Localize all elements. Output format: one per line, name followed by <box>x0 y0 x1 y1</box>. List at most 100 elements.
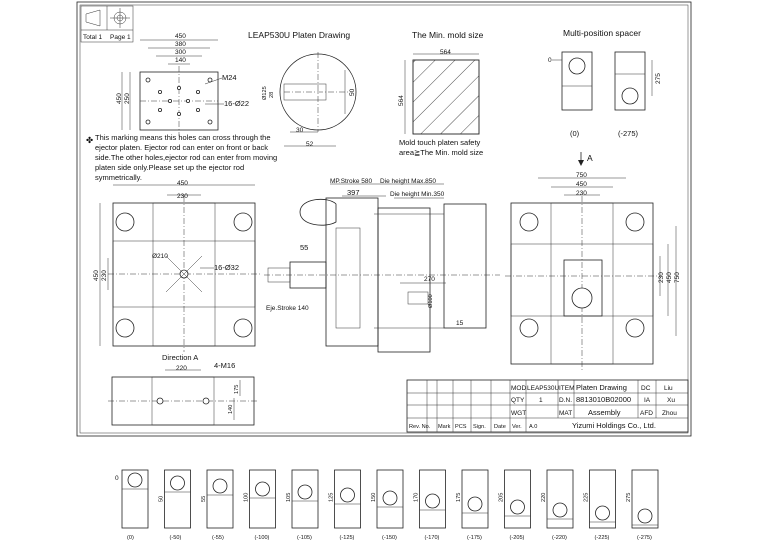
spacer-label-0: (0) <box>570 129 580 138</box>
spacer-dim: 105 <box>286 493 292 502</box>
spacer-dim: 125 <box>329 493 335 502</box>
spacer-item: 225 (-225) <box>584 469 616 541</box>
spacer-item: 125(-125) <box>329 469 361 541</box>
spacer-label: (-55) <box>212 535 224 541</box>
ejector-detail: 50 30 52 Ø125 28 <box>262 52 357 148</box>
title-block: MOD LEAP530U ITEM Platen Drawing DC Liu … <box>406 379 689 433</box>
mp-stroke: MP.Stroke 580 <box>330 178 373 185</box>
note-line-1: This marking means this holes can cross … <box>95 133 271 142</box>
mat-value: Assembly <box>588 408 621 417</box>
spacer-label: (-170) <box>425 535 440 541</box>
direction-dim-140: 140 <box>228 405 234 414</box>
left-dim-230-vertical: 230 <box>101 270 108 281</box>
spacer-body <box>249 469 276 529</box>
spacer-body <box>419 469 446 529</box>
spacer-item: 150 (-150) <box>371 469 404 541</box>
spacer-hole <box>467 496 483 512</box>
projection-cone-icon <box>85 9 101 27</box>
spacer-hole <box>382 490 398 506</box>
spacer-hole <box>212 478 228 494</box>
spacer-body <box>589 469 616 529</box>
spacer-body <box>376 469 404 529</box>
spacer-dim: 170 <box>414 493 420 502</box>
item-label: ITEM <box>559 385 575 392</box>
rev-col-sign: Sign. <box>473 424 486 430</box>
spacer-label: (-100) <box>255 535 270 541</box>
dc-label: DC <box>641 385 651 392</box>
dim-397: 397 <box>347 188 360 197</box>
min-mold-height: 564 <box>398 95 405 106</box>
dim-15: 15 <box>456 320 464 327</box>
spacer-label: (-220) <box>552 535 567 541</box>
spacer-hole <box>297 484 313 500</box>
spacer-label: (-150) <box>382 535 397 541</box>
dim-52: 52 <box>306 141 314 148</box>
view-arrow-a: A <box>578 152 593 166</box>
spacer-label: (-275) <box>637 535 652 541</box>
spacer-item: 50(-50) <box>159 469 191 541</box>
ejector-note: ✤ This marking means this holes can cros… <box>86 133 277 182</box>
spacer-body <box>206 469 234 529</box>
dn-label: D.N. <box>559 397 572 404</box>
mat-label: MAT <box>559 410 572 417</box>
holes-22: 16-Ø22 <box>224 99 249 108</box>
machine-side-view: MP.Stroke 580 Die height Max.850 397 Die… <box>264 178 500 353</box>
spacer-strip: (0)50(-50)55(-55)100(-100)105(-105)125(-… <box>121 469 659 541</box>
dim-270: 270 <box>424 276 435 283</box>
spacer-dim: 275 <box>626 493 632 502</box>
left-holes-32: 16-Ø32 <box>214 263 239 272</box>
spacer-body <box>334 469 361 529</box>
dn-value: 8813010B02000 <box>576 395 631 404</box>
dim-dia-100: Ø100 <box>428 294 434 308</box>
spacer-item: (0) <box>121 469 149 541</box>
spacer-hole <box>340 487 355 503</box>
right-dim-450: 450 <box>576 181 587 188</box>
afd-label: AFD <box>640 410 653 417</box>
right-dim-750-vertical: 750 <box>674 272 681 283</box>
direction-a-view: Direction A 220 4-M16 175 140 <box>108 353 258 426</box>
spacer-item: 175(-175) <box>456 469 489 541</box>
ia-value: Xu <box>667 397 675 404</box>
spacer-item: 105(-105) <box>286 469 319 541</box>
rev-col-version-value: A.0 <box>529 424 537 430</box>
spacer-label: (-205) <box>510 535 525 541</box>
rev-col-pcs: PCS <box>455 424 467 430</box>
die-height-min: Die height Min.350 <box>390 191 445 198</box>
thread-m24: M24 <box>222 73 237 82</box>
spacer-label: (-175) <box>467 535 482 541</box>
dim-28: 28 <box>269 92 275 98</box>
min-mold-note-1: Mold touch platen safety <box>399 138 481 147</box>
rev-col-mark: Mark <box>438 424 451 430</box>
spacer-hole <box>510 499 525 515</box>
rev-col-ver: Ver. <box>512 424 522 430</box>
outer-frame <box>76 1 692 437</box>
spacer-label-275: (-275) <box>618 129 639 138</box>
spacer-item: 55(-55) <box>201 469 234 541</box>
dim-250: 250 <box>124 93 131 104</box>
spacer-dim: 225 <box>584 493 590 502</box>
rev-col-rev: Rev. No. <box>409 424 431 430</box>
dim-50: 50 <box>349 88 356 96</box>
direction-thread-m16: 4-M16 <box>214 361 235 370</box>
spacer-dim: 150 <box>371 493 377 502</box>
spacer-item: 205(-205) <box>499 469 531 541</box>
qty-value: 1 <box>539 397 543 404</box>
spacer-hole <box>127 472 143 488</box>
right-dim-230: 230 <box>576 190 587 197</box>
right-dim-230-vertical: 230 <box>658 272 665 283</box>
die-height-max: Die height Max.850 <box>380 178 436 185</box>
spacer-label: (-50) <box>170 535 182 541</box>
ejector-stroke: Eje.Stroke 140 <box>266 305 309 312</box>
dim-450-vertical: 450 <box>116 93 123 104</box>
min-mold-width: 564 <box>440 49 451 56</box>
dim-380: 380 <box>175 41 186 48</box>
spacer-item: 275 (-275) <box>626 469 659 541</box>
left-dim-230: 230 <box>177 193 188 200</box>
spacer-body <box>461 469 489 529</box>
mod-label: MOD <box>511 385 526 392</box>
spacer-zero: 0 <box>548 57 552 64</box>
min-mold-square: 564 564 Mold touch platen safety area≧Th… <box>398 49 483 157</box>
spacer-label: (-225) <box>595 535 610 541</box>
dim-30: 30 <box>296 127 304 134</box>
ia-label: IA <box>644 397 651 404</box>
